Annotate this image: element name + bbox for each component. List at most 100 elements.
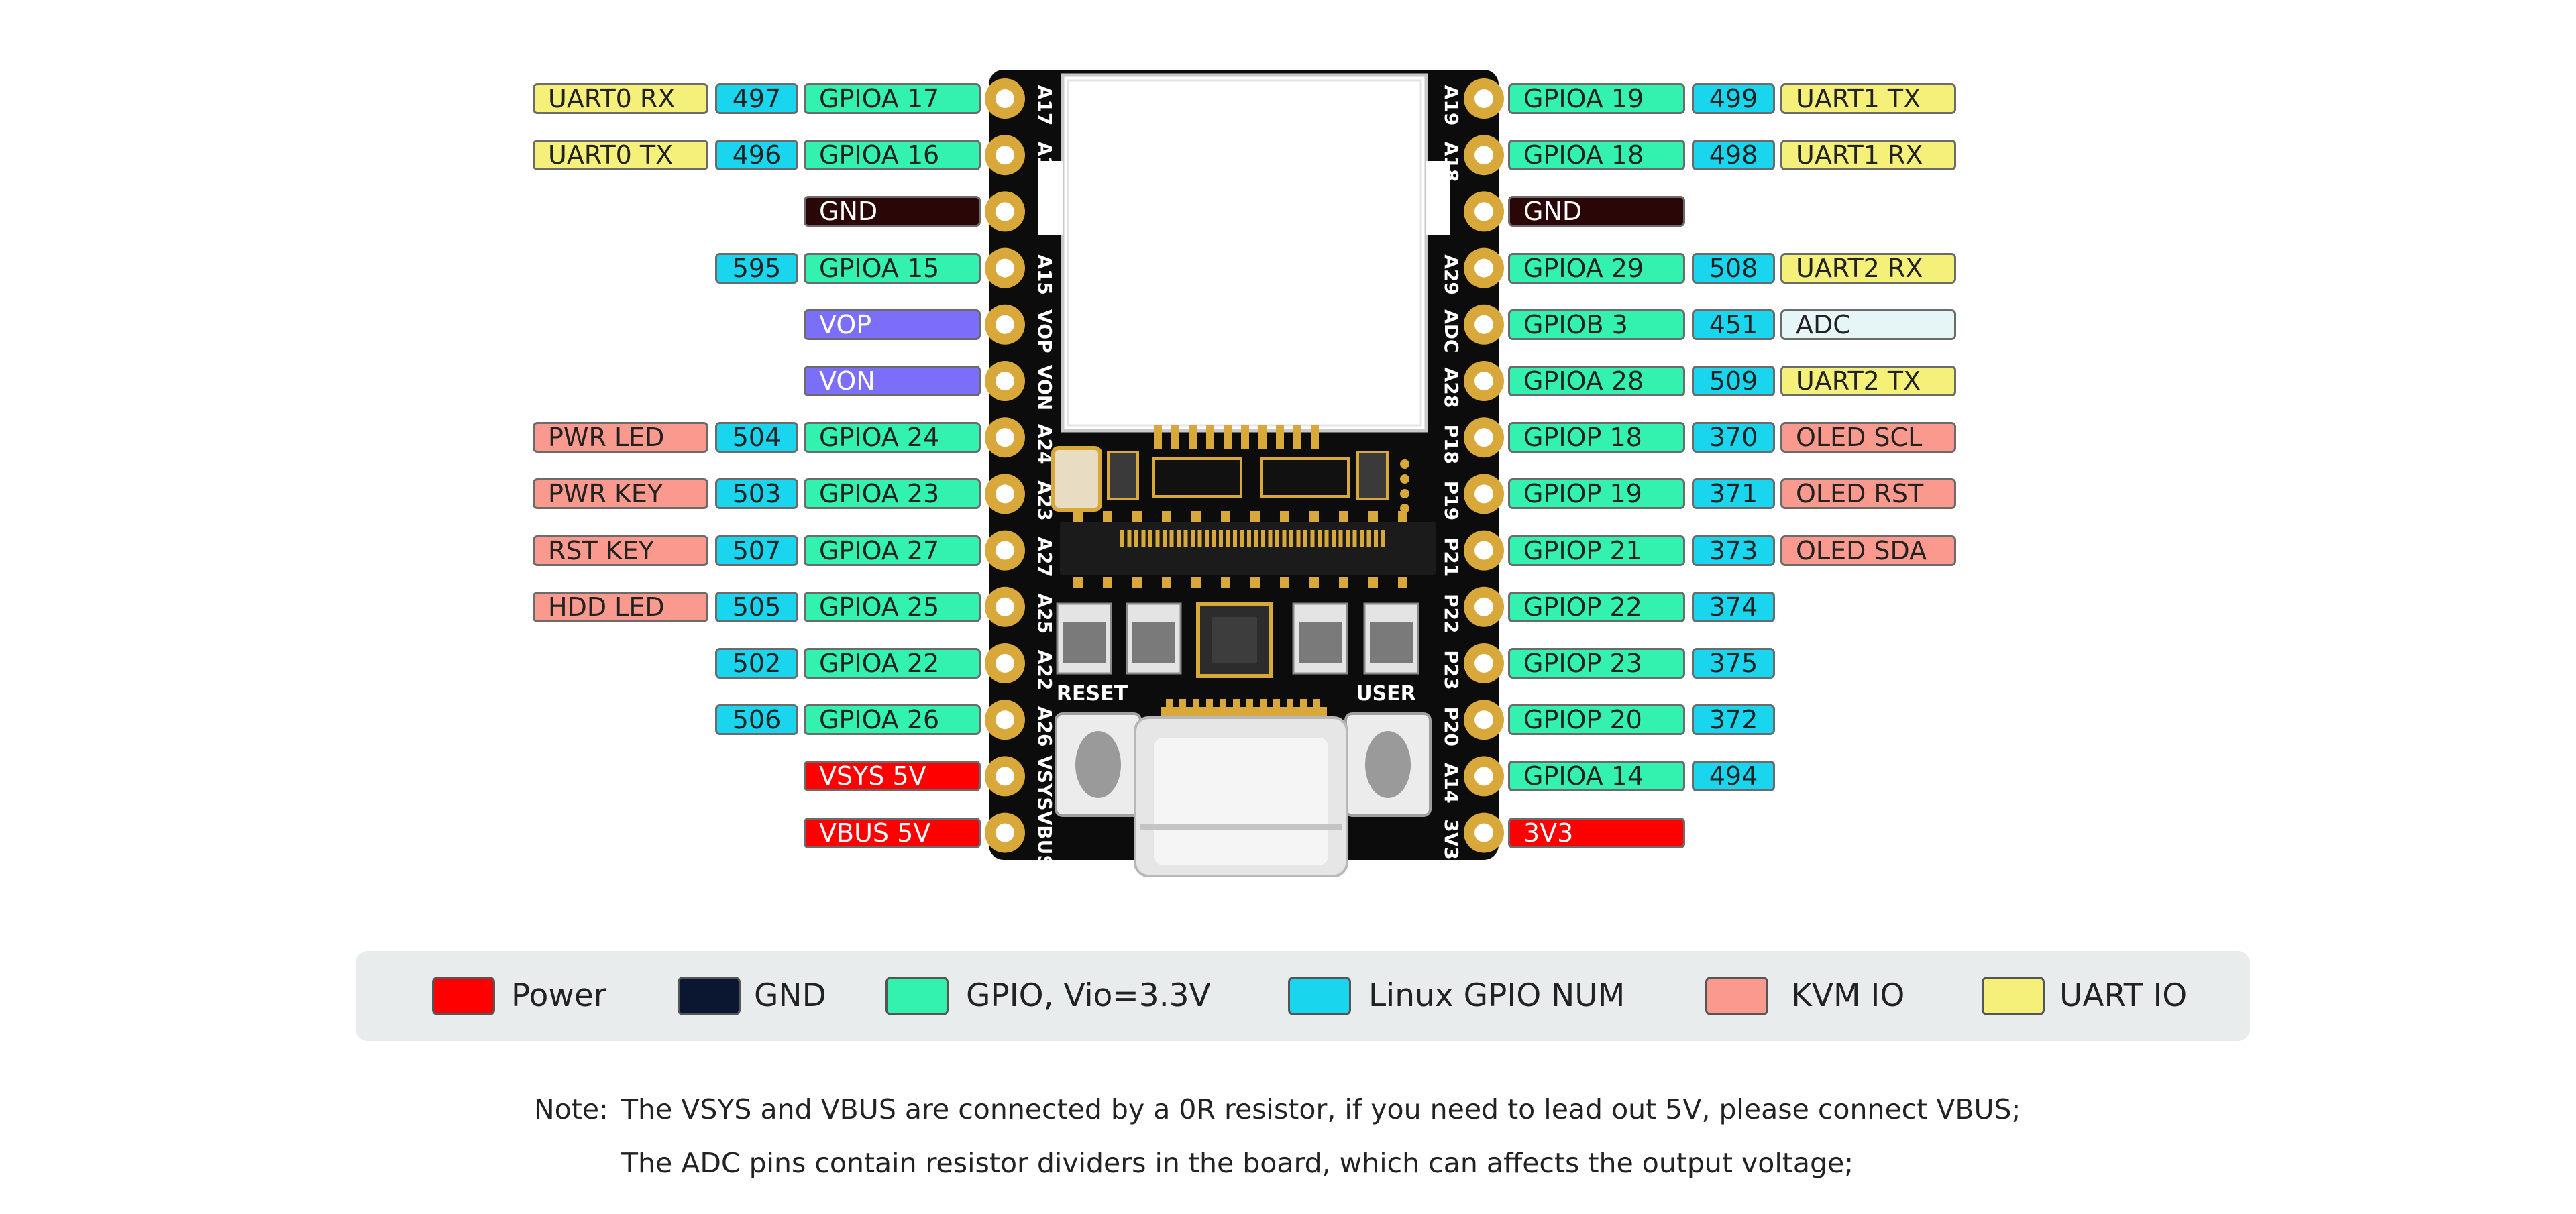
note-line-1: The VSYS and VBUS are connected by a 0R … — [621, 1093, 2021, 1125]
left-pad-hole — [996, 767, 1014, 786]
left-pad-hole — [996, 315, 1014, 334]
left-pin-name: GPIOA 23 — [804, 478, 981, 509]
left-pin-linux-num: 496 — [715, 140, 798, 170]
silkscreen-label: VSYS — [1034, 755, 1056, 810]
left-pad-hole — [996, 146, 1014, 165]
right-pin-function: OLED RST — [1780, 478, 1956, 509]
silkscreen-label: A15 — [1034, 254, 1056, 295]
silkscreen-label: 3V3 — [1440, 819, 1462, 860]
fpc-side-pad — [1132, 511, 1142, 522]
right-pad-hole — [1474, 823, 1493, 842]
left-pin-name: GPIOA 17 — [804, 83, 981, 114]
fpc-pin — [1381, 530, 1385, 547]
fpc-side-pad — [1368, 511, 1378, 522]
module-pad — [1154, 425, 1162, 449]
fpc-side-pad — [1280, 577, 1289, 588]
usb-pin — [1313, 699, 1320, 711]
left-pin-linux-num: 502 — [715, 648, 798, 679]
smd-component — [1152, 457, 1242, 498]
right-pin-function: ADC — [1780, 309, 1956, 340]
right-pin-linux-num: 508 — [1692, 253, 1775, 284]
right-pad-hole — [1474, 202, 1493, 221]
usb-pin — [1220, 699, 1226, 711]
fpc-pin — [1127, 530, 1132, 547]
left-pin-linux-num: 504 — [715, 422, 798, 453]
fpc-pin — [1183, 530, 1188, 547]
right-pin-linux-num: 375 — [1692, 648, 1775, 679]
via — [1400, 474, 1409, 484]
module-pad — [1171, 425, 1179, 449]
right-pin-function: OLED SDA — [1780, 535, 1956, 566]
fpc-pin — [1191, 530, 1195, 547]
left-pin-name: GPIOA 15 — [804, 253, 981, 284]
left-pin-name: GPIOA 16 — [804, 140, 981, 170]
right-pin-name: GPIOA 19 — [1508, 83, 1685, 114]
right-pad-hole — [1474, 258, 1493, 278]
right-pad-hole — [1474, 372, 1493, 390]
fpc-pin — [1205, 530, 1209, 547]
wifi-shield-can — [1061, 73, 1428, 433]
right-pin-function: UART2 TX — [1780, 366, 1956, 396]
legend-swatch-power — [432, 977, 495, 1015]
silkscreen-label: A14 — [1440, 763, 1462, 804]
left-pin-name: GPIOA 27 — [804, 535, 981, 566]
left-pad-hole — [996, 654, 1014, 673]
fpc-side-pad — [1132, 577, 1142, 588]
silkscreen-label: A17 — [1034, 85, 1056, 126]
legend-label: Power — [511, 977, 607, 1014]
fpc-pin — [1163, 530, 1167, 547]
fpc-pin — [1360, 530, 1364, 547]
usb-c-shell — [1154, 738, 1328, 865]
fpc-side-pad — [1162, 511, 1171, 522]
right-pin-linux-num: 372 — [1692, 704, 1775, 735]
right-pin-name: GPIOA 14 — [1508, 761, 1685, 791]
right-pin-linux-num: 499 — [1692, 83, 1775, 114]
fpc-side-pad — [1339, 577, 1348, 588]
right-pad-hole — [1474, 597, 1493, 616]
user-button-cap — [1365, 731, 1411, 798]
left-pin-function: PWR LED — [533, 422, 708, 453]
silkscreen-label: P19 — [1440, 481, 1462, 521]
fpc-side-pad — [1398, 577, 1407, 588]
fpc-side-pad — [1103, 577, 1112, 588]
legend-swatch-gpio — [885, 977, 949, 1015]
module-pad — [1293, 425, 1301, 449]
fpc-pin — [1148, 530, 1152, 547]
fpc-pin — [1254, 530, 1258, 547]
silkscreen-label: P22 — [1440, 594, 1462, 634]
fpc-pin — [1310, 530, 1315, 547]
right-pin-name: GPIOP 23 — [1508, 648, 1685, 679]
module-pad — [1311, 425, 1319, 449]
smd-component — [1107, 451, 1139, 500]
regulator-die — [1299, 622, 1342, 663]
soc-die — [1212, 617, 1257, 663]
right-pin-linux-num: 498 — [1692, 140, 1775, 170]
left-pin-function: PWR KEY — [533, 478, 708, 509]
right-pad-hole — [1474, 767, 1493, 786]
left-pin-name: VSYS 5V — [804, 761, 981, 791]
right-pad-hole — [1474, 89, 1493, 108]
fpc-side-pad — [1398, 511, 1407, 522]
left-pin-name: GPIOA 22 — [804, 648, 981, 679]
note-line-2: The ADC pins contain resistor dividers i… — [621, 1147, 1854, 1179]
fpc-side-pad — [1368, 577, 1378, 588]
via — [1400, 504, 1409, 513]
fpc-side-pad — [1339, 511, 1348, 522]
via — [1400, 489, 1409, 498]
fpc-pin — [1212, 530, 1216, 547]
silkscreen-label: A25 — [1034, 593, 1056, 634]
fpc-pin — [1219, 530, 1223, 547]
right-pad-hole — [1474, 541, 1493, 560]
right-pin-linux-num: 370 — [1692, 422, 1775, 453]
module-pad — [1276, 425, 1284, 449]
fpc-pin — [1366, 530, 1371, 547]
fpc-pin — [1169, 530, 1174, 547]
fpc-side-pad — [1309, 577, 1319, 588]
legend-swatch-uart — [1982, 977, 2045, 1015]
left-pin-name: GPIOA 25 — [804, 592, 981, 622]
smd-component — [1260, 457, 1350, 498]
fpc-pin — [1141, 530, 1146, 547]
